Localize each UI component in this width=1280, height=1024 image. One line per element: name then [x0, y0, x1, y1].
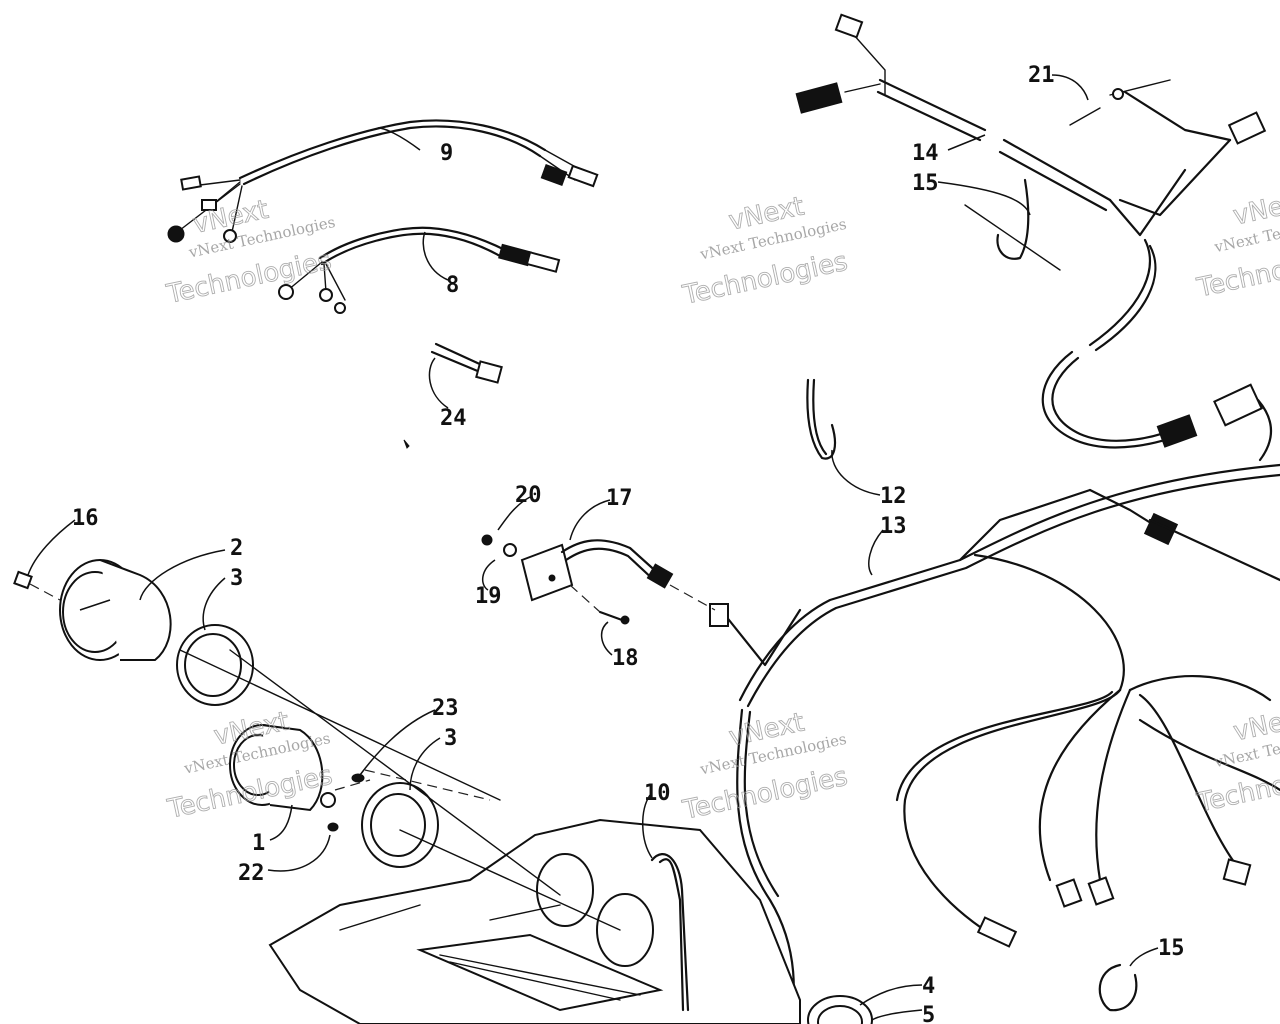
- leader-lines: [27, 74, 1159, 1021]
- callout-4: 4: [922, 974, 935, 999]
- clip-part-15-upper: [964, 178, 1061, 271]
- harness-part-9: [167, 119, 599, 243]
- callout-23: 23: [432, 696, 459, 721]
- dash-console: [229, 649, 801, 1024]
- harness-right-loop: [1041, 350, 1273, 462]
- callout-9: 9: [440, 141, 453, 166]
- callout-22: 22: [238, 861, 265, 886]
- callout-15-upper: 15: [912, 171, 939, 196]
- callout-20: 20: [515, 483, 542, 508]
- harness-part-8: [278, 226, 561, 314]
- callout-15-lower: 15: [1158, 936, 1185, 961]
- callout-5: 5: [922, 1003, 935, 1024]
- callout-19: 19: [475, 584, 502, 609]
- callout-8: 8: [446, 273, 459, 298]
- callout-2: 2: [230, 536, 243, 561]
- callout-3-upper: 3: [230, 566, 243, 591]
- callout-3-lower: 3: [444, 726, 457, 751]
- bracket-part-17: [481, 534, 716, 625]
- strap-part-12: [806, 378, 837, 460]
- callout-1: 1: [252, 831, 265, 856]
- callout-21: 21: [1028, 63, 1055, 88]
- gauge-part-2: [13, 559, 501, 801]
- callout-10: 10: [644, 781, 671, 806]
- watermark-accent: vNext: [1231, 186, 1280, 231]
- part-24: [403, 342, 503, 449]
- callout-17: 17: [606, 486, 633, 511]
- callout-numbers: 9 8 24 21 14 15 12 13 20 17 19 18 16 2 3…: [72, 63, 1185, 1024]
- callout-24: 24: [440, 406, 467, 431]
- callout-13: 13: [880, 514, 907, 539]
- clip-part-15-lower: [1098, 963, 1138, 1012]
- strap-part-10: [650, 853, 690, 1012]
- callout-12: 12: [880, 484, 907, 509]
- gauge-part-1: [229, 724, 491, 868]
- harness-part-14: [795, 13, 1267, 352]
- callout-14: 14: [912, 141, 939, 166]
- callout-18: 18: [612, 646, 639, 671]
- ring-part-4: [807, 995, 873, 1024]
- callout-16: 16: [72, 506, 99, 531]
